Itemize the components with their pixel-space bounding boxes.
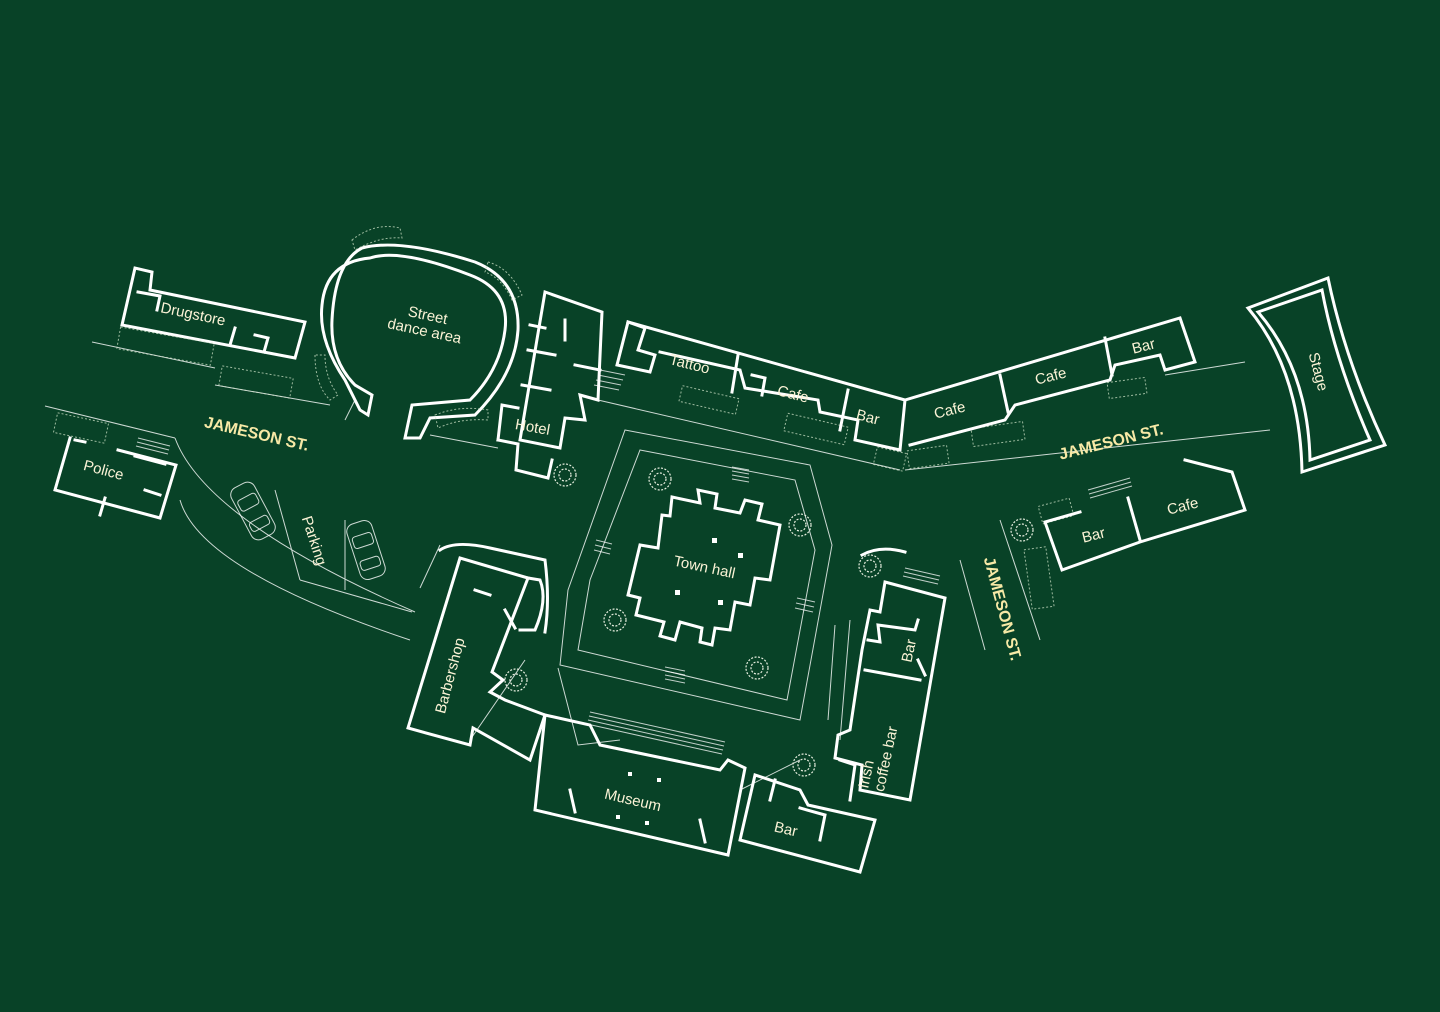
museum-stairs <box>586 711 726 755</box>
street-dance-area <box>320 243 520 440</box>
town-hall-square <box>559 429 833 721</box>
trees <box>504 463 1034 777</box>
car-2 <box>346 519 386 581</box>
building-drugstore <box>120 266 307 360</box>
building-bar-cafe-se <box>1043 458 1247 572</box>
police-stairs <box>135 437 171 455</box>
building-row-north <box>615 320 907 452</box>
stage <box>1245 275 1388 475</box>
building-museum <box>533 713 747 857</box>
town-hall <box>626 488 782 647</box>
building-police <box>53 436 178 520</box>
se-stairs <box>1087 477 1133 499</box>
building-irish-block <box>833 580 947 802</box>
car-1 <box>230 481 276 541</box>
irish-curve <box>859 547 907 558</box>
town-hall-dots <box>675 538 743 605</box>
building-barbershop <box>406 543 549 763</box>
museum-dots <box>616 772 661 825</box>
building-row-east <box>903 316 1197 447</box>
town-hall-stairs <box>593 466 816 684</box>
building-bar-south <box>738 773 877 874</box>
road-lines <box>44 341 1271 791</box>
building-hotel <box>496 289 604 480</box>
irish-stairs <box>902 567 941 585</box>
tattoo-stairs <box>593 369 626 391</box>
